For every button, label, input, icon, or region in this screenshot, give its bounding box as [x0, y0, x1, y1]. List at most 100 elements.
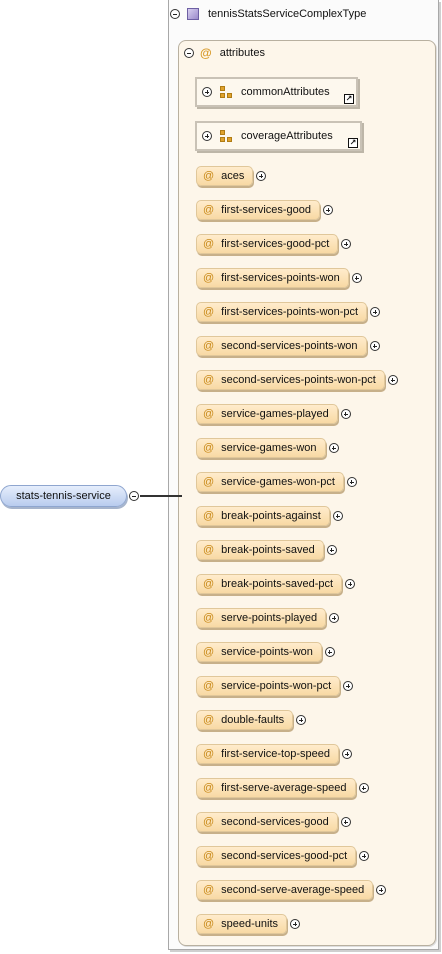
- attribute-node[interactable]: @ service-points-won: [196, 642, 322, 662]
- collapse-attributes-toggle-icon[interactable]: [184, 48, 194, 58]
- expand-attribute-toggle-icon[interactable]: [351, 273, 362, 283]
- attribute-node[interactable]: @first-services-points-won: [196, 268, 349, 288]
- attribute-label: break-points-saved-pct: [221, 578, 334, 590]
- expand-attribute-toggle-icon[interactable]: [345, 579, 356, 589]
- attribute-row[interactable]: @first-services-good: [196, 200, 334, 220]
- expand-attribute-toggle-icon[interactable]: [332, 511, 343, 521]
- complex-type-icon: [187, 8, 199, 20]
- attribute-row[interactable]: @serve-points-played: [196, 608, 340, 628]
- expand-attribute-toggle-icon[interactable]: [359, 851, 370, 861]
- expand-attribute-toggle-icon[interactable]: [329, 613, 340, 623]
- attribute-label: service-games-won-pct: [221, 476, 335, 488]
- attribute-row[interactable]: @ service-points-won: [196, 642, 335, 662]
- attribute-node[interactable]: @second-serve-average-speed: [196, 880, 374, 900]
- attribute-at-icon: @: [203, 816, 215, 828]
- attribute-label: service-games-won: [221, 442, 317, 454]
- attribute-label: break-points-saved: [221, 544, 315, 556]
- expand-attribute-toggle-icon[interactable]: [376, 885, 387, 895]
- complex-type-name: tennisStatsServiceComplexType: [208, 8, 367, 20]
- expand-attribute-toggle-icon[interactable]: [369, 341, 380, 351]
- expand-attribute-toggle-icon[interactable]: [290, 919, 301, 929]
- attribute-at-icon: @: [203, 476, 215, 488]
- attribute-node[interactable]: @ service-games-won-pct: [196, 472, 344, 492]
- attribute-row[interactable]: @second-serve-average-speed: [196, 880, 387, 900]
- attribute-row[interactable]: @first-services-points-won: [196, 268, 362, 288]
- group-ref-label: commonAttributes: [241, 86, 330, 98]
- attribute-node[interactable]: @service-games-won: [196, 438, 326, 458]
- attribute-label: service-points-won-pct: [221, 680, 332, 692]
- attribute-node[interactable]: @break-points-saved: [196, 540, 324, 560]
- attribute-row[interactable]: @first-service-top-speed: [196, 744, 352, 764]
- attribute-row[interactable]: @break-points-saved-pct: [196, 574, 356, 594]
- root-element-label: stats-tennis-service: [16, 490, 111, 502]
- attribute-node[interactable]: @serve-points-played: [196, 608, 327, 628]
- expand-attribute-toggle-icon[interactable]: [296, 715, 307, 725]
- expand-group-ref-toggle-icon[interactable]: [202, 87, 212, 97]
- expand-attribute-toggle-icon[interactable]: [343, 681, 354, 691]
- attribute-label: first-serve-average-speed: [221, 782, 347, 794]
- attribute-row[interactable]: @first-services-good-pct: [196, 234, 352, 254]
- attribute-row[interactable]: @first-services-points-won-pct: [196, 302, 381, 322]
- expand-attribute-toggle-icon[interactable]: [328, 443, 339, 453]
- attribute-row[interactable]: @service-games-played: [196, 404, 351, 424]
- expand-group-ref-toggle-icon[interactable]: [202, 131, 212, 141]
- attribute-node[interactable]: @double-faults: [196, 710, 294, 730]
- attribute-node[interactable]: @service-games-played: [196, 404, 338, 424]
- attribute-label: service-points-won: [221, 646, 313, 658]
- attribute-node[interactable]: @second-services-good-pct: [196, 846, 357, 866]
- expand-attribute-toggle-icon[interactable]: [370, 307, 381, 317]
- expand-attribute-toggle-icon[interactable]: [340, 409, 351, 419]
- collapse-complex-type-toggle-icon[interactable]: [170, 9, 180, 19]
- expand-attribute-toggle-icon[interactable]: [326, 545, 337, 555]
- expand-attribute-toggle-icon[interactable]: [256, 171, 267, 181]
- attribute-row[interactable]: @first-serve-average-speed: [196, 778, 369, 798]
- attribute-row[interactable]: @service-points-won-pct: [196, 676, 354, 696]
- group-ref-common-attributes[interactable]: commonAttributes ↗: [195, 77, 358, 107]
- expand-attribute-toggle-icon[interactable]: [323, 205, 334, 215]
- attribute-label: speed-units: [221, 918, 279, 930]
- attribute-node[interactable]: @first-services-good: [196, 200, 321, 220]
- expand-attribute-toggle-icon[interactable]: [340, 817, 351, 827]
- attribute-row[interactable]: @ service-games-won-pct: [196, 472, 357, 492]
- attribute-node[interactable]: @break-points-saved-pct: [196, 574, 343, 594]
- attribute-at-icon: @: [203, 646, 215, 658]
- expand-attribute-toggle-icon[interactable]: [358, 783, 369, 793]
- attribute-node[interactable]: @aces: [196, 166, 254, 186]
- attribute-at-icon: @: [203, 238, 215, 250]
- attribute-at-icon: @: [203, 510, 215, 522]
- attribute-label: service-games-played: [221, 408, 329, 420]
- attribute-node[interactable]: @service-points-won-pct: [196, 676, 341, 696]
- attribute-row[interactable]: @speed-units: [196, 914, 301, 934]
- attribute-node[interactable]: @second-services-good: [196, 812, 338, 832]
- attribute-row[interactable]: @double-faults: [196, 710, 307, 730]
- attributes-group-header: @ attributes: [184, 44, 265, 62]
- expand-attribute-toggle-icon[interactable]: [387, 375, 398, 385]
- expand-attribute-toggle-icon[interactable]: [342, 749, 352, 759]
- attribute-node[interactable]: @first-serve-average-speed: [196, 778, 356, 798]
- attribute-node[interactable]: @first-services-points-won-pct: [196, 302, 368, 322]
- attribute-row[interactable]: @second-services-good: [196, 812, 351, 832]
- group-ref-coverage-attributes[interactable]: coverageAttributes ↗: [195, 121, 362, 151]
- attribute-node[interactable]: @second-services-points-won-pct: [196, 370, 385, 390]
- root-element-node[interactable]: stats-tennis-service: [0, 485, 127, 507]
- expand-attribute-toggle-icon[interactable]: [346, 477, 357, 487]
- reference-link-icon[interactable]: ↗: [348, 138, 358, 148]
- reference-link-icon[interactable]: ↗: [344, 94, 354, 104]
- attribute-row[interactable]: @service-games-won: [196, 438, 339, 458]
- expand-attribute-toggle-icon[interactable]: [341, 239, 352, 249]
- attribute-node[interactable]: @second-services-points-won: [196, 336, 367, 356]
- attribute-node[interactable]: @first-services-good-pct: [196, 234, 339, 254]
- attribute-row[interactable]: @aces: [196, 166, 267, 186]
- attribute-row[interactable]: @second-services-good-pct: [196, 846, 370, 866]
- attribute-node[interactable]: @speed-units: [196, 914, 288, 934]
- attribute-row[interactable]: @break-points-saved: [196, 540, 337, 560]
- attribute-at-icon: @: [203, 714, 215, 726]
- attribute-group-icon: [220, 129, 233, 143]
- attribute-node[interactable]: @first-service-top-speed: [196, 744, 339, 764]
- attribute-node[interactable]: @break-points-against: [196, 506, 330, 526]
- attribute-row[interactable]: @second-services-points-won: [196, 336, 380, 356]
- attribute-row[interactable]: @second-services-points-won-pct: [196, 370, 398, 390]
- collapse-root-element-toggle-icon[interactable]: [129, 491, 139, 501]
- expand-attribute-toggle-icon[interactable]: [324, 647, 335, 657]
- attribute-row[interactable]: @break-points-against: [196, 506, 343, 526]
